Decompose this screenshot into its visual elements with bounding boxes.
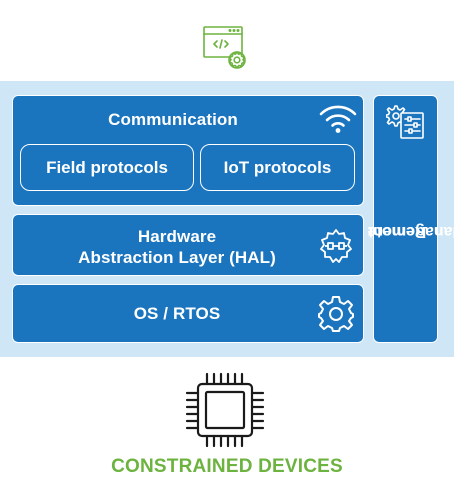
- os-layer: OS / RTOS: [12, 284, 364, 343]
- constrained-devices-caption: CONSTRAINED DEVICES: [111, 456, 343, 477]
- field-protocols-box: Field protocols: [20, 144, 194, 191]
- communication-layer: Communication Field protocols IoT protoc…: [12, 95, 364, 206]
- code-window-gear-icon: [203, 26, 251, 70]
- os-title: OS / RTOS: [133, 304, 221, 323]
- hal-title-line1: Hardware: [137, 227, 217, 246]
- settings-panel-icon: [385, 104, 426, 140]
- gear-icon: [317, 295, 355, 333]
- hal-layer: Hardware Abstraction Layer (HAL): [12, 214, 364, 276]
- remote-management-box: Remote Management: [367, 95, 454, 343]
- chip-icon: [185, 372, 265, 448]
- hal-title-line2: Abstraction Layer (HAL): [78, 248, 276, 267]
- hal-title: Hardware Abstraction Layer (HAL): [13, 226, 341, 268]
- iot-protocols-label: IoT protocols: [223, 157, 332, 177]
- field-protocols-label: Field protocols: [46, 157, 168, 177]
- hal-gear-icon: [317, 228, 355, 264]
- remote-title-line2: Management: [367, 223, 454, 240]
- wifi-icon: [318, 102, 358, 134]
- iot-protocols-box: IoT protocols: [200, 144, 355, 191]
- communication-title: Communication: [108, 110, 238, 129]
- remote-management-title: Remote Management: [367, 126, 454, 336]
